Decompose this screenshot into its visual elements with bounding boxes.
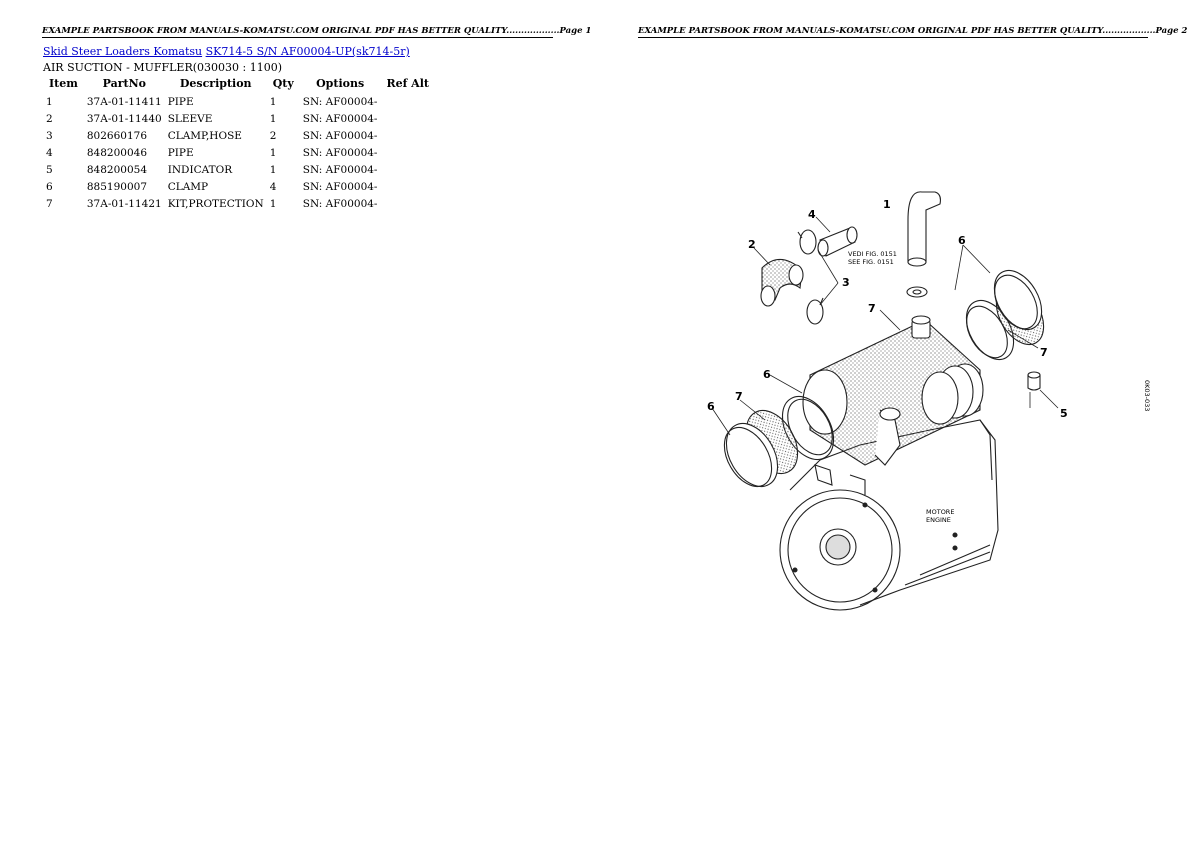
- cell-description: SLEEVE: [167, 112, 213, 125]
- cell-partno: 848200054: [86, 163, 147, 176]
- cell-qty: 1: [269, 112, 277, 125]
- right-clamp-rings: [965, 269, 1045, 361]
- cell-partno: 37A-01-11421: [86, 197, 162, 210]
- cell-partno: 885190007: [86, 180, 147, 193]
- callout-1: 1: [883, 198, 891, 211]
- exhaust-pipe-drawing: [906, 191, 941, 298]
- drawing-code: 0K03-033: [1143, 380, 1151, 411]
- table-row: 1 37A-01-11411 PIPE 1 SN: AF00004-: [43, 93, 435, 110]
- cell-qty: 4: [269, 180, 277, 193]
- cell-ref-alt: [380, 195, 435, 212]
- col-header-partno: PartNo: [102, 77, 146, 90]
- cell-ref-alt: [380, 161, 435, 178]
- cell-description: CLAMP,HOSE: [167, 129, 242, 142]
- callout-7-left: 7: [735, 390, 743, 403]
- cell-item: 1: [46, 95, 53, 108]
- page-1-header: EXAMPLE PARTSBOOK FROM MANUALS-KOMATSU.C…: [42, 26, 592, 38]
- parts-table: Item PartNo Description Qty Options Ref …: [43, 77, 435, 212]
- cell-qty: 1: [269, 146, 277, 159]
- callout-6-left: 6: [707, 400, 715, 413]
- page-2-header: EXAMPLE PARTSBOOK FROM MANUALS-KOMATSU.C…: [638, 26, 1188, 38]
- callout-7-right: 7: [1040, 346, 1048, 359]
- exploded-parts-diagram: 1 2 3 4 5 6 6 6 7 7 7 VEDI FIG. 0151 SEE…: [707, 191, 1151, 611]
- flywheel-housing: [779, 489, 901, 611]
- callout-2: 2: [748, 238, 756, 251]
- callout-7: 7: [868, 302, 876, 315]
- table-row: 6 885190007 CLAMP 4 SN: AF00004-: [43, 178, 435, 195]
- cell-options: SN: AF00004-: [302, 146, 378, 159]
- cell-ref-alt: [380, 144, 435, 161]
- table-row: 2 37A-01-11440 SLEEVE 1 SN: AF00004-: [43, 110, 435, 127]
- cell-ref-alt: [380, 110, 435, 127]
- cell-qty: 1: [269, 163, 277, 176]
- cell-item: 6: [46, 180, 53, 193]
- cell-options: SN: AF00004-: [302, 112, 378, 125]
- callout-6-mid: 6: [763, 368, 771, 381]
- engine-label-motore: MOTORE: [926, 508, 954, 516]
- cell-description: PIPE: [167, 146, 194, 159]
- cell-qty: 2: [269, 129, 277, 142]
- cell-ref-alt: [380, 93, 435, 110]
- cell-partno: 37A-01-11411: [86, 95, 162, 108]
- col-header-options: Options: [316, 77, 365, 90]
- col-header-description: Description: [179, 77, 252, 90]
- cell-description: PIPE: [167, 95, 194, 108]
- cell-item: 3: [46, 129, 53, 142]
- table-header-row: Item PartNo Description Qty Options Ref …: [43, 77, 435, 93]
- col-header-item: Item: [49, 77, 78, 90]
- col-header-ref-alt: Ref Alt: [386, 77, 429, 90]
- table-row: 3 802660176 CLAMP,HOSE 2 SN: AF00004-: [43, 127, 435, 144]
- flywheel-hub: [819, 528, 857, 566]
- sleeve-drawing: [760, 258, 804, 307]
- cell-options: SN: AF00004-: [302, 197, 378, 210]
- breadcrumb-link-skid-steer-loaders[interactable]: Skid Steer Loaders Komatsu: [43, 45, 203, 58]
- breadcrumb-link-sk714-5[interactable]: SK714-5 S/N AF00004-UP(sk714-5r): [205, 45, 410, 58]
- ref-text-vedi: VEDI FIG. 0151: [848, 250, 897, 258]
- cell-options: SN: AF00004-: [302, 129, 378, 142]
- callout-3: 3: [842, 276, 850, 289]
- indicator-drawing: [1027, 371, 1041, 391]
- callout-leader-lines: [711, 216, 1059, 436]
- cell-item: 5: [46, 163, 53, 176]
- cell-options: SN: AF00004-: [302, 180, 378, 193]
- callout-6: 6: [958, 234, 966, 247]
- cell-ref-alt: [380, 127, 435, 144]
- engine-label-engine: ENGINE: [926, 516, 951, 524]
- cell-partno: 848200046: [86, 146, 147, 159]
- cell-options: SN: AF00004-: [302, 95, 378, 108]
- cell-qty: 1: [269, 95, 277, 108]
- pipe-drawing: [817, 226, 858, 257]
- table-row: 5 848200054 INDICATOR 1 SN: AF00004-: [43, 161, 435, 178]
- cell-ref-alt: [380, 178, 435, 195]
- cell-item: 2: [46, 112, 53, 125]
- muffler-body-drawing: [802, 315, 984, 466]
- cell-description: INDICATOR: [167, 163, 233, 176]
- table-row: 7 37A-01-11421 KIT,PROTECTION 1 SN: AF00…: [43, 195, 435, 212]
- breadcrumb: Skid Steer Loaders Komatsu SK714-5 S/N A…: [43, 45, 410, 58]
- ref-text-see: SEE FIG. 0151: [848, 258, 894, 266]
- engine-block-drawing: [779, 419, 999, 611]
- col-header-qty: Qty: [272, 77, 294, 90]
- callout-5: 5: [1060, 407, 1068, 420]
- table-row: 4 848200046 PIPE 1 SN: AF00004-: [43, 144, 435, 161]
- cell-qty: 1: [269, 197, 277, 210]
- left-clamp-rings: [723, 396, 835, 488]
- cell-description: CLAMP: [167, 180, 209, 193]
- cell-partno: 802660176: [86, 129, 147, 142]
- cell-partno: 37A-01-11440: [86, 112, 162, 125]
- cell-item: 7: [46, 197, 53, 210]
- cell-item: 4: [46, 146, 53, 159]
- cell-description: KIT,PROTECTION: [167, 197, 264, 210]
- callout-4: 4: [808, 208, 816, 221]
- section-title: AIR SUCTION - MUFFLER(030030 : 1100): [43, 61, 283, 74]
- cell-options: SN: AF00004-: [302, 163, 378, 176]
